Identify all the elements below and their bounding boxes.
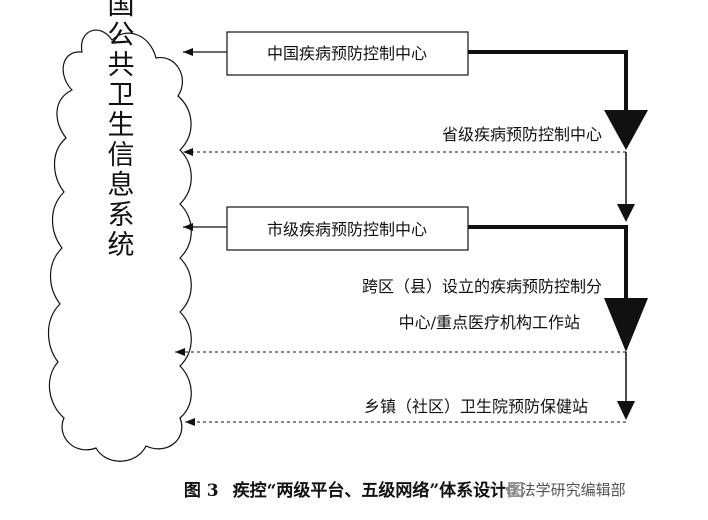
wechat-icon: ✿ xyxy=(505,481,518,499)
node-national-box xyxy=(226,31,469,76)
node-national-cdc: 中国疾病预防控制中心 xyxy=(226,31,469,76)
cloud-label: 中国公共卫生信息系统 xyxy=(103,0,135,260)
arrowhead-to-township xyxy=(617,401,635,420)
node-township-label: 乡镇（社区）卫生院预防保健站 xyxy=(364,397,588,416)
arrowhead-to-provincial xyxy=(604,110,648,150)
arrowhead-to-county xyxy=(604,298,648,352)
node-municipal-box xyxy=(226,206,469,251)
connector-municipal-down xyxy=(468,225,628,300)
watermark-text: 法学研究编辑部 xyxy=(520,481,626,499)
node-municipal-label: 市级疾病预防控制中心 xyxy=(267,220,427,239)
node-national-label: 中国疾病预防控制中心 xyxy=(267,44,427,63)
node-county-label-line2: 中心/重点医疗机构工作站 xyxy=(399,313,580,332)
node-provincial-label: 省级疾病预防控制中心 xyxy=(442,125,602,144)
connector-national-down xyxy=(468,50,628,112)
node-county-label-line1: 跨区（县）设立的疾病预防控制分 xyxy=(362,277,602,296)
arrowhead-to-municipal xyxy=(617,204,635,222)
watermark: ✿法学研究编辑部 xyxy=(505,479,626,500)
public-health-cloud: 中国公共卫生信息系统 xyxy=(48,0,192,462)
figure-number: 图 3 xyxy=(183,481,219,501)
node-municipal-cdc: 市级疾病预防控制中心 xyxy=(226,206,469,251)
figure-title: 疾控“两级平台、五级网络”体系设计图 xyxy=(232,481,525,501)
figure-caption: 图 3 疾控“两级平台、五级网络”体系设计图 xyxy=(0,476,708,501)
